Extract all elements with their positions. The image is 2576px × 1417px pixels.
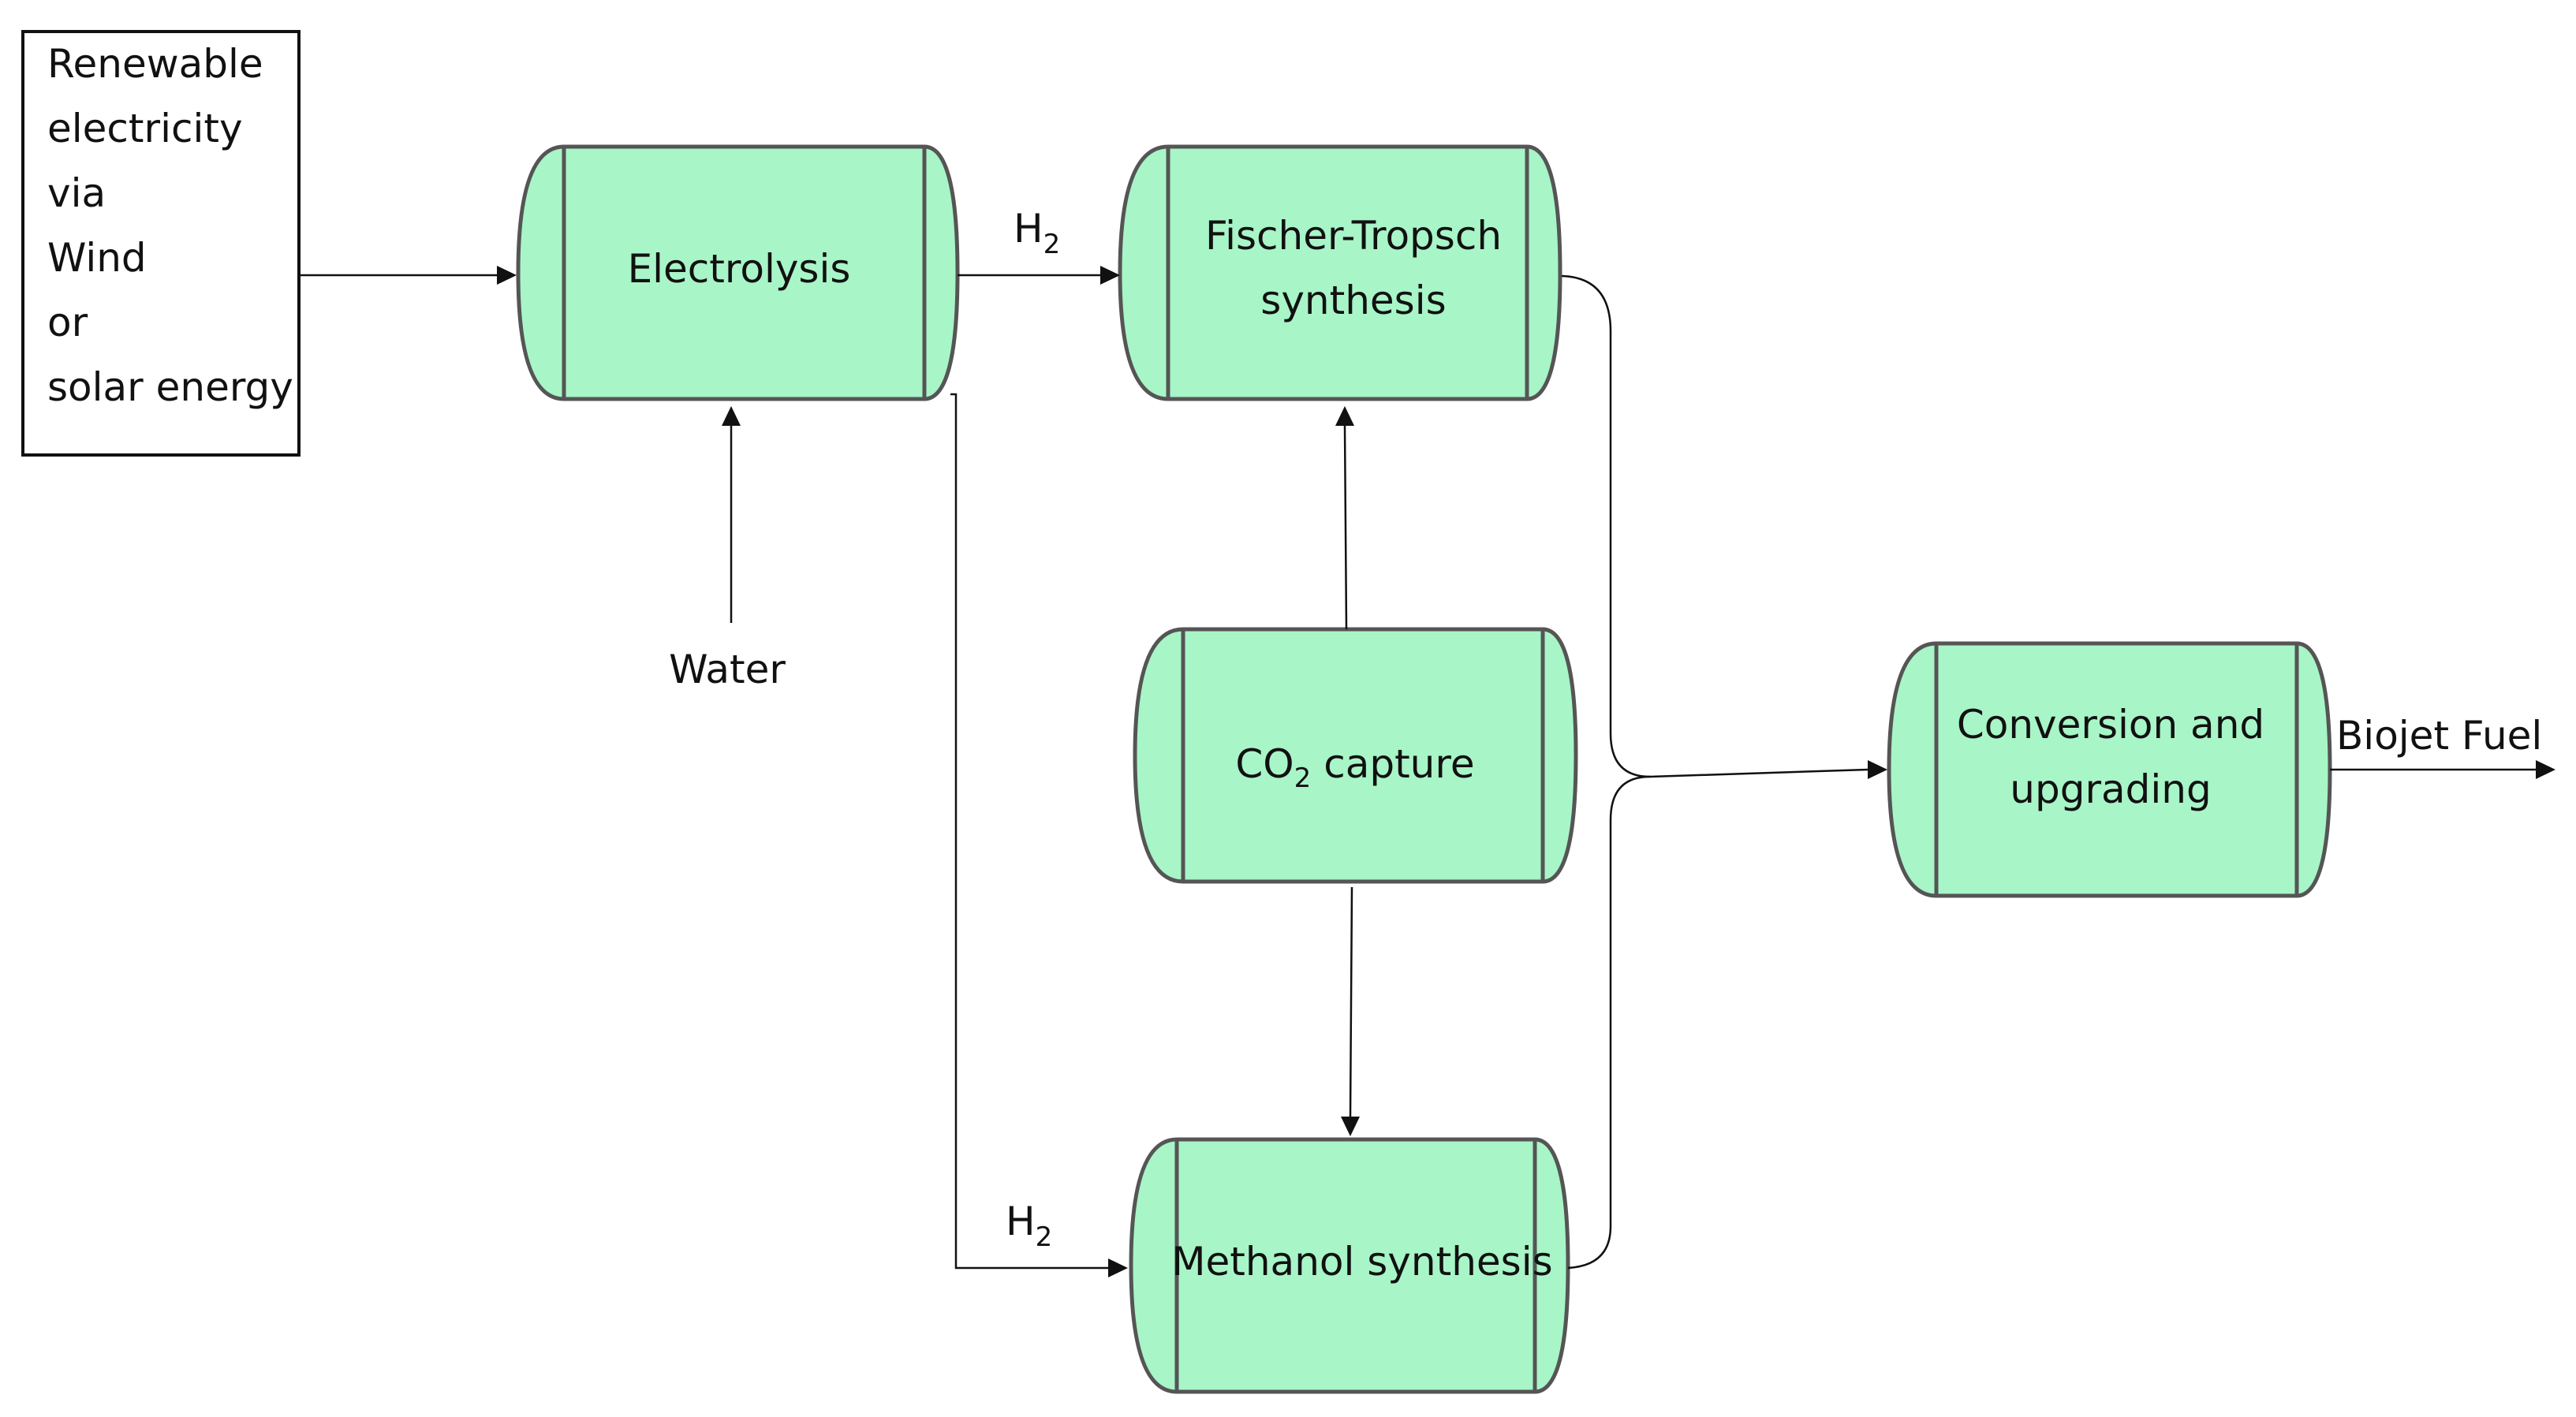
arrowhead xyxy=(497,266,517,285)
source-line: via xyxy=(47,170,106,216)
arrow-co2-to-fischer-tropsch xyxy=(1343,425,1348,630)
vessel-fischer-tropsch-label: synthesis xyxy=(1260,278,1446,323)
vessel-conversion-upgrading: Conversion and upgrading xyxy=(1887,641,2332,898)
h2-label-top: H2 xyxy=(1014,206,1060,260)
arrow-co2-to-methanol xyxy=(1349,886,1353,1117)
source-line: Wind xyxy=(47,235,147,281)
arrowhead xyxy=(2536,760,2555,779)
arrowhead xyxy=(1341,1117,1360,1136)
source-line: solar energy xyxy=(47,364,293,410)
vessel-co2-capture: CO2 capture xyxy=(1133,627,1578,884)
renewable-electricity-source: Renewable electricity via Wind or solar … xyxy=(21,30,301,457)
source-line: electricity xyxy=(47,106,243,151)
merge-from-methanol xyxy=(1567,775,1651,1270)
flow-arrows xyxy=(299,266,2555,1277)
vessel-methanol-synthesis-label: Methanol synthesis xyxy=(1171,1239,1552,1285)
arrow-merge-to-conversion xyxy=(1649,768,1869,778)
arrowhead xyxy=(1335,406,1354,426)
vessel-conversion-label: Conversion and xyxy=(1957,702,2264,748)
h2-label-bottom: H2 xyxy=(1006,1199,1052,1253)
vessel-conversion-label: upgrading xyxy=(2010,766,2211,812)
vessel-fischer-tropsch: Fischer-Tropsch synthesis xyxy=(1118,144,1562,401)
merge-from-fischer-tropsch xyxy=(1561,274,1651,778)
source-line: or xyxy=(47,300,88,345)
vessel-fischer-tropsch-label: Fischer-Tropsch xyxy=(1205,213,1502,259)
vessel-electrolysis-label: Electrolysis xyxy=(628,246,851,292)
source-line: Renewable xyxy=(47,41,263,87)
water-label: Water xyxy=(669,647,786,692)
vessel-methanol-synthesis: Methanol synthesis xyxy=(1129,1137,1570,1394)
arrowhead xyxy=(1868,760,1887,779)
vessel-co2-capture-label: CO2 capture xyxy=(1235,741,1474,794)
arrow-electrolysis-to-methanol xyxy=(950,393,1108,1270)
arrowhead xyxy=(1108,1259,1128,1277)
arrowhead xyxy=(1100,266,1120,285)
arrowhead xyxy=(722,406,741,426)
biojet-fuel-label: Biojet Fuel xyxy=(2336,713,2542,759)
vessel-electrolysis: Electrolysis xyxy=(516,144,960,401)
